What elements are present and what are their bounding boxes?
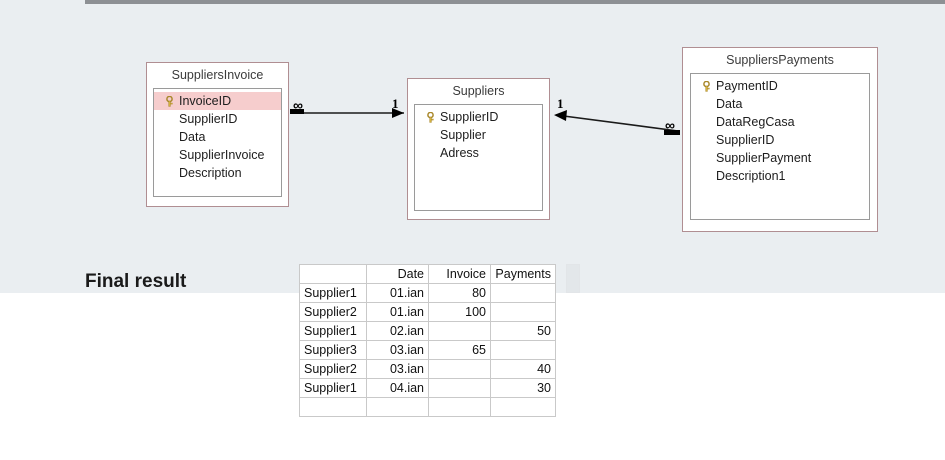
cell-supplier[interactable]: Supplier2 <box>299 302 367 322</box>
table-row[interactable]: Supplier2 01.ian 100 <box>299 302 556 322</box>
column-header-payments[interactable]: Payments <box>490 264 556 284</box>
cell-invoice[interactable] <box>428 359 491 379</box>
cell-date[interactable]: 03.ian <box>366 359 429 379</box>
field-row-supplierpayment[interactable]: SupplierPayment <box>691 149 869 167</box>
field-row-supplier[interactable]: Supplier <box>415 126 542 144</box>
field-row-invoiceid[interactable]: InvoiceID <box>154 92 281 110</box>
column-header-supplier[interactable] <box>299 264 367 284</box>
cell-date[interactable]: 04.ian <box>366 378 429 398</box>
column-header-date[interactable]: Date <box>366 264 429 284</box>
table-row[interactable]: Supplier3 03.ian 65 <box>299 340 556 360</box>
field-label: PaymentID <box>716 79 778 93</box>
field-row-supplierid[interactable]: SupplierID <box>154 110 281 128</box>
table-title-supplierspayments: SuppliersPayments <box>726 53 834 67</box>
cell-supplier[interactable]: Supplier3 <box>299 340 367 360</box>
cardinality-many-suppliersinvoice: ∞ <box>293 97 303 113</box>
field-list-suppliers[interactable]: SupplierID Supplier Adress <box>414 104 543 211</box>
table-title-suppliersinvoice: SuppliersInvoice <box>171 68 264 82</box>
scrollbar-thumb[interactable] <box>567 265 579 292</box>
field-label: SupplierID <box>716 133 775 147</box>
cell-supplier[interactable]: Supplier1 <box>299 283 367 303</box>
field-row-data[interactable]: Data <box>691 95 869 113</box>
field-row-supplierid[interactable]: SupplierID <box>415 108 542 126</box>
top-divider-bar <box>85 0 945 4</box>
table-title-suppliers: Suppliers <box>452 84 505 98</box>
cell-invoice[interactable]: 100 <box>428 302 491 322</box>
field-label: SupplierPayment <box>716 151 812 165</box>
cell-supplier[interactable]: Supplier1 <box>299 321 367 341</box>
table-row[interactable]: Supplier1 04.ian 30 <box>299 378 556 398</box>
cell-date[interactable]: 02.ian <box>366 321 429 341</box>
field-row-description[interactable]: Description <box>154 164 281 182</box>
field-label: Description1 <box>716 169 786 183</box>
field-row-data[interactable]: Data <box>154 128 281 146</box>
table-row-empty[interactable] <box>299 397 556 417</box>
cell-date[interactable] <box>366 397 429 417</box>
cell-payments[interactable]: 30 <box>490 378 556 398</box>
field-row-paymentid[interactable]: PaymentID <box>691 77 869 95</box>
field-row-supplierid[interactable]: SupplierID <box>691 131 869 149</box>
cell-invoice[interactable] <box>428 321 491 341</box>
field-label: SupplierID <box>440 110 499 124</box>
field-label: SupplierInvoice <box>179 148 265 162</box>
field-label: Description <box>179 166 242 180</box>
cardinality-many-supplierspayments: ∞ <box>665 117 675 133</box>
cell-invoice[interactable]: 65 <box>428 340 491 360</box>
field-row-description1[interactable]: Description1 <box>691 167 869 185</box>
cell-payments[interactable] <box>490 302 556 322</box>
cell-date[interactable]: 03.ian <box>366 340 429 360</box>
final-result-label: Final result <box>85 271 187 292</box>
field-label: Adress <box>440 146 479 160</box>
cell-payments[interactable] <box>490 340 556 360</box>
cardinality-one-suppliers-left: 1 <box>392 96 399 111</box>
table-suppliers[interactable]: Suppliers SupplierID Supplier Adress <box>407 78 550 220</box>
field-row-dataregcasa[interactable]: DataRegCasa <box>691 113 869 131</box>
cell-invoice[interactable] <box>428 378 491 398</box>
table-suppliersinvoice[interactable]: SuppliersInvoice InvoiceID SupplierID Da… <box>146 62 289 207</box>
cardinality-one-suppliers-right: 1 <box>557 96 564 111</box>
cell-payments[interactable]: 40 <box>490 359 556 379</box>
cell-supplier[interactable]: Supplier1 <box>299 378 367 398</box>
cell-invoice[interactable] <box>428 397 491 417</box>
result-grid-body: Supplier1 01.ian 80 Supplier2 01.ian 100… <box>299 283 556 417</box>
table-supplierspayments[interactable]: SuppliersPayments PaymentID Data DataReg… <box>682 47 878 232</box>
table-row[interactable]: Supplier2 03.ian 40 <box>299 359 556 379</box>
result-grid-header: Date Invoice Payments <box>299 264 556 284</box>
cell-supplier[interactable]: Supplier2 <box>299 359 367 379</box>
field-row-supplierinvoice[interactable]: SupplierInvoice <box>154 146 281 164</box>
field-list-supplierspayments[interactable]: PaymentID Data DataRegCasa SupplierID Su… <box>690 73 870 220</box>
cell-payments[interactable]: 50 <box>490 321 556 341</box>
field-list-suppliersinvoice[interactable]: InvoiceID SupplierID Data SupplierInvoic… <box>153 88 282 197</box>
cell-date[interactable]: 01.ian <box>366 283 429 303</box>
cell-supplier[interactable] <box>299 397 367 417</box>
final-result-grid[interactable]: Date Invoice Payments Supplier1 01.ian 8… <box>299 264 556 417</box>
table-row[interactable]: Supplier1 01.ian 80 <box>299 283 556 303</box>
primary-key-icon <box>421 111 440 123</box>
field-label: SupplierID <box>179 112 238 126</box>
column-header-invoice[interactable]: Invoice <box>428 264 491 284</box>
result-grid-scrollbar[interactable] <box>566 264 580 293</box>
field-label: InvoiceID <box>179 94 232 108</box>
field-label: Data <box>716 97 743 111</box>
table-header-row: Date Invoice Payments <box>299 264 556 284</box>
right-background-panel <box>573 260 945 293</box>
cell-payments[interactable] <box>490 397 556 417</box>
cell-payments[interactable] <box>490 283 556 303</box>
primary-key-icon <box>160 95 179 107</box>
field-label: Data <box>179 130 206 144</box>
cell-date[interactable]: 01.ian <box>366 302 429 322</box>
field-label: DataRegCasa <box>716 115 795 129</box>
field-row-adress[interactable]: Adress <box>415 144 542 162</box>
cell-invoice[interactable]: 80 <box>428 283 491 303</box>
primary-key-icon <box>697 80 716 92</box>
field-label: Supplier <box>440 128 486 142</box>
table-row[interactable]: Supplier1 02.ian 50 <box>299 321 556 341</box>
